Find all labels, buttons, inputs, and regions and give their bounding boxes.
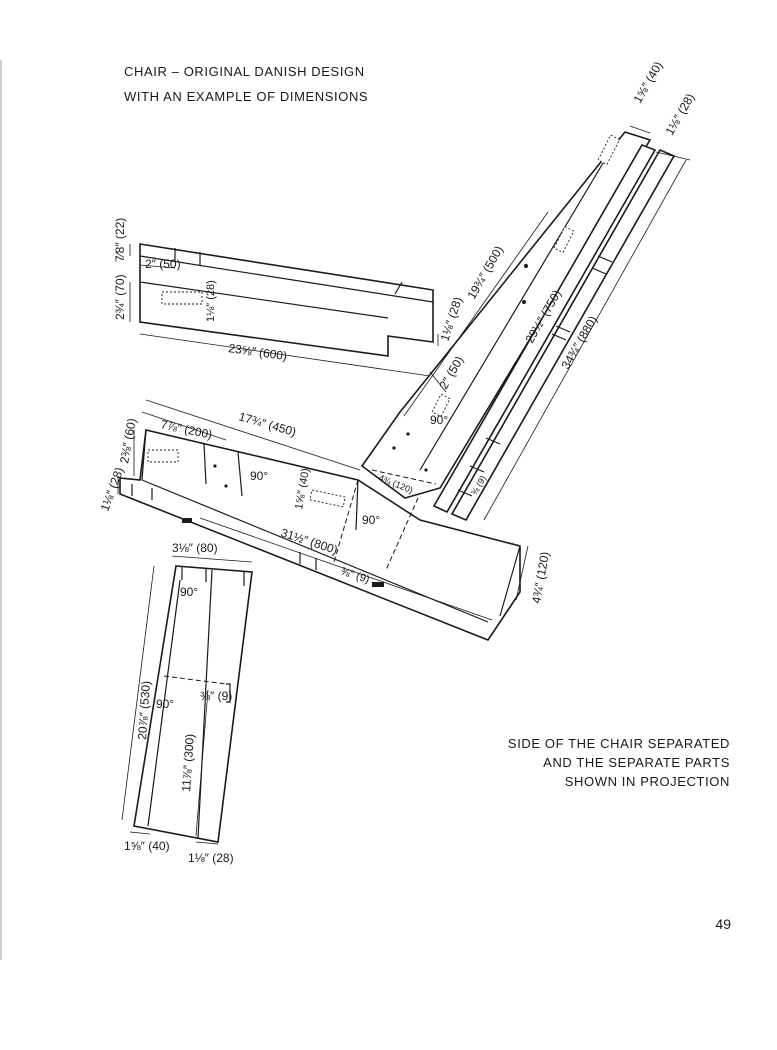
back-rail-part xyxy=(403,125,691,522)
dim-leg-angle-2: 90° xyxy=(156,697,174,711)
dim-back-angle: 90° xyxy=(430,413,448,427)
dim-seat-span: 17¾″ (450) xyxy=(237,409,298,439)
dim-line xyxy=(171,555,253,563)
dim-line xyxy=(199,517,493,621)
seat-rail-divider xyxy=(355,479,359,531)
back-post-dowel-1 xyxy=(597,134,621,166)
dim-line xyxy=(139,264,176,269)
back-post-part xyxy=(360,131,652,499)
back-rail-outline xyxy=(450,148,676,522)
dim-line xyxy=(629,125,651,134)
top-rail-outline xyxy=(139,243,434,357)
dim-leg-foot-2: 1⅛″ (28) xyxy=(188,851,234,865)
dim-seat-angle-1: 90° xyxy=(250,469,268,483)
dim-back-top-width-2: 1⅛″ (28) xyxy=(662,91,697,137)
dim-leg-length: 20⅞″ (530) xyxy=(135,680,153,740)
dim-line xyxy=(483,159,687,521)
page-edge-mark xyxy=(0,60,2,960)
back-post-hole xyxy=(524,264,528,268)
back-post-hidden-line xyxy=(371,469,437,485)
dim-line xyxy=(145,399,361,471)
front-leg-hidden-line xyxy=(163,675,227,685)
seat-hidden-line xyxy=(385,497,419,571)
seat-rail-dowel-1 xyxy=(147,449,179,463)
seat-rail-edge xyxy=(141,429,147,481)
dim-line xyxy=(195,841,219,845)
front-leg-part xyxy=(121,555,253,845)
dim-line xyxy=(195,689,209,837)
seat-rail-divider xyxy=(203,443,207,485)
top-rail-dowel xyxy=(161,291,203,305)
caption-line-2: AND THE SEPARATE PARTS xyxy=(543,755,730,770)
dim-line xyxy=(141,411,227,441)
dim-seat-height: 2⅜″ (60) xyxy=(117,417,139,464)
dim-line xyxy=(129,831,151,835)
dim-line xyxy=(403,211,549,417)
seat-rail-dowel-2 xyxy=(309,489,346,508)
back-rail-peg xyxy=(591,267,607,275)
title-line-1: CHAIR – ORIGINAL DANISH DESIGN xyxy=(124,64,365,79)
dim-leg-foot-1: 1⅝″ (40) xyxy=(124,839,170,853)
dim-line xyxy=(655,151,691,161)
seat-rail-divider xyxy=(237,451,243,497)
back-post-outline xyxy=(360,131,652,499)
back-post-dowel-3 xyxy=(431,393,451,418)
dim-leg-slot: ⅜″ (9) xyxy=(200,689,232,703)
dim-leg-angle: 90° xyxy=(180,585,198,599)
dim-top-rail-thickness: 7⁄8″ (22) xyxy=(113,218,127,262)
seat-rail-hole xyxy=(213,464,217,468)
top-rail-inner-edge xyxy=(139,255,434,303)
seat-rail-end xyxy=(499,545,521,617)
front-leg-split xyxy=(197,569,213,839)
seat-hidden-line xyxy=(333,479,359,563)
diagram-title: CHAIR – ORIGINAL DANISH DESIGN WITH AN E… xyxy=(124,64,368,114)
diagram-caption: SIDE OF THE CHAIR SEPARATED AND THE SEPA… xyxy=(500,736,730,793)
back-rail-peg xyxy=(555,325,571,333)
seat-rail-hole xyxy=(224,484,228,488)
back-rail-peg xyxy=(457,489,473,497)
dim-back-top-width: 1⅝″ (40) xyxy=(630,59,665,105)
dim-top-rail-length: 23⅝″ (600) xyxy=(228,341,288,363)
top-rail-lower-edge xyxy=(139,281,389,319)
title-line-2: WITH AN EXAMPLE OF DIMENSIONS xyxy=(124,89,369,104)
caption-line-1: SIDE OF THE CHAIR SEPARATED xyxy=(507,736,730,751)
top-rail-cut-mark xyxy=(394,281,403,295)
dim-top-rail-dowel: 1⅛″ (28) xyxy=(205,280,217,322)
seat-rail-slot xyxy=(372,582,384,587)
back-rail-peg xyxy=(485,437,501,445)
back-post-inner-edge xyxy=(419,147,613,471)
dim-line xyxy=(139,333,431,377)
dim-top-rail-offset: 2″ (50) xyxy=(145,257,181,271)
dim-top-rail-height: 2¾″ (70) xyxy=(113,274,127,320)
dim-leg-inner: 11⅞″ (300) xyxy=(179,733,197,792)
back-post-hole xyxy=(424,468,428,472)
page-number: 49 xyxy=(715,916,731,932)
back-post-hole xyxy=(392,446,396,450)
dim-line xyxy=(515,545,529,601)
dim-line xyxy=(429,371,447,393)
dim-seat-end-height: 4¾″ (120) xyxy=(529,551,552,605)
seat-rail-outline xyxy=(119,429,521,641)
dim-leg-top-width: 3⅛″ (80) xyxy=(172,541,218,555)
back-post-hole xyxy=(406,432,410,436)
back-post-hole xyxy=(522,300,526,304)
dim-line xyxy=(121,565,155,821)
seat-rail-slot xyxy=(182,518,192,523)
caption-line-3: SHOWN IN PROJECTION xyxy=(564,774,730,789)
back-rail-inner xyxy=(432,144,657,514)
front-leg-slot xyxy=(226,683,231,703)
back-rail-peg xyxy=(597,255,613,263)
front-leg-edge xyxy=(147,579,181,827)
top-rail-part xyxy=(129,243,439,377)
seat-rail-part xyxy=(117,399,529,641)
dim-seat-angle-2: 90° xyxy=(362,513,380,527)
back-rail-peg xyxy=(551,333,567,341)
front-leg-outline xyxy=(133,565,253,843)
back-rail-peg xyxy=(469,465,485,473)
